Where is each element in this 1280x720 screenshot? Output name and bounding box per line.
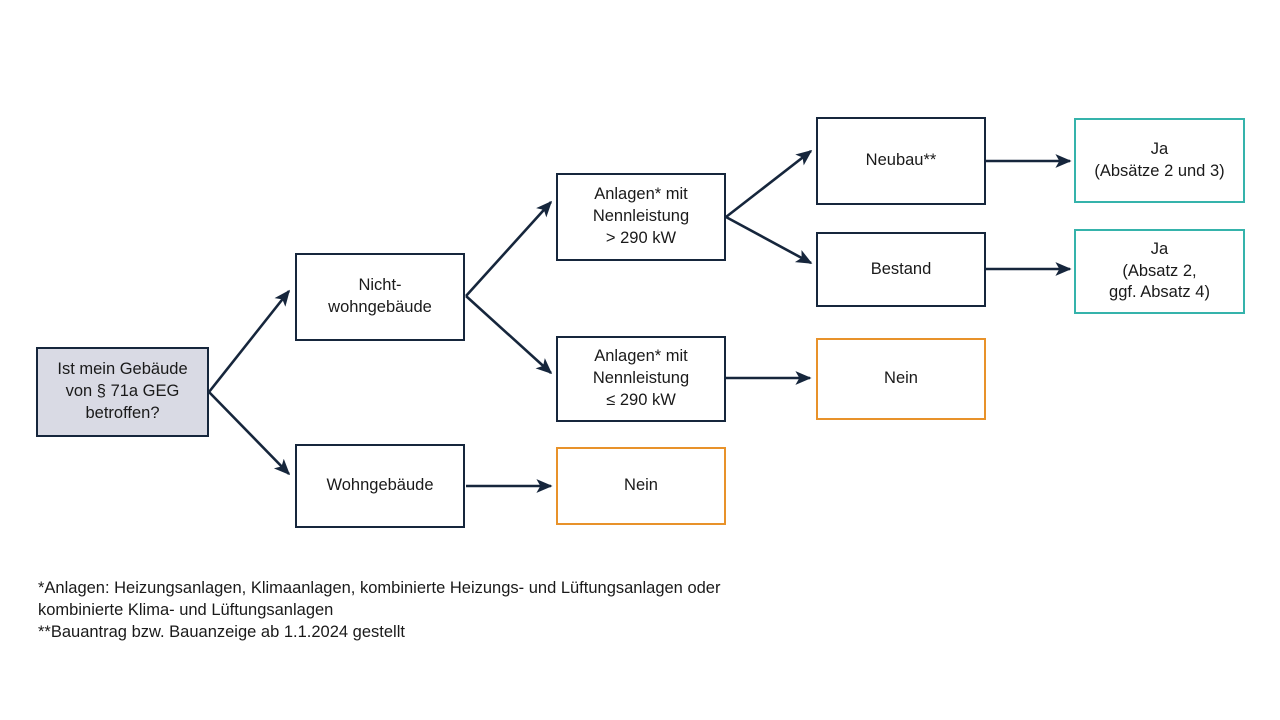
node-power-below-290kw-label: Anlagen* mit Nennleistung ≤ 290 kW xyxy=(592,347,690,409)
node-existing-build-label: Bestand xyxy=(870,259,932,278)
node-yes-paragraph-2-and-4[interactable]: Ja (Absatz 2, ggf. Absatz 4) xyxy=(1074,229,1245,314)
node-yes-paragraph-2-and-4-label: Ja (Absatz 2, ggf. Absatz 4) xyxy=(1109,239,1210,302)
node-new-build-label: Neubau** xyxy=(865,151,937,170)
node-existing-build[interactable]: Bestand xyxy=(816,232,986,307)
node-no-non-residential-label: Nein xyxy=(884,369,918,388)
footnote-anlagen-line2: kombinierte Klima- und Lüftungsanlagen xyxy=(38,600,334,619)
footnote-anlagen-line1: *Anlagen: Heizungsanlagen, Klimaanlagen,… xyxy=(38,579,721,597)
edge-start-to-residential xyxy=(208,391,291,476)
edge-nonresidential-to-power-above xyxy=(465,200,553,297)
node-yes-paragraphs-2-and-3-label: Ja (Absätze 2 und 3) xyxy=(1094,139,1225,180)
node-start-question[interactable]: Ist mein Gebäude von § 71a GEG betroffen… xyxy=(36,347,209,437)
node-power-above-290kw[interactable]: Anlagen* mit Nennleistung > 290 kW xyxy=(556,173,726,261)
node-residential-building[interactable]: Wohngebäude xyxy=(295,444,465,528)
footnote-bauantrag: **Bauantrag bzw. Bauanzeige ab 1.1.2024 … xyxy=(38,622,405,641)
node-new-build[interactable]: Neubau** xyxy=(816,117,986,205)
node-no-residential[interactable]: Nein xyxy=(556,447,726,525)
edge-nonresidential-to-power-below xyxy=(465,295,553,375)
node-non-residential-building-label: Nicht- wohngebäude xyxy=(328,276,432,316)
footnotes: *Anlagen: Heizungsanlagen, Klimaanlagen,… xyxy=(38,578,818,644)
node-no-non-residential[interactable]: Nein xyxy=(816,338,986,420)
node-power-above-290kw-label: Anlagen* mit Nennleistung > 290 kW xyxy=(592,185,690,247)
edge-power-above-to-new-build xyxy=(725,149,813,219)
node-start-question-label: Ist mein Gebäude von § 71a GEG betroffen… xyxy=(57,360,188,422)
edge-power-above-to-existing xyxy=(725,215,813,265)
edge-start-to-nonresidential xyxy=(207,289,291,393)
node-non-residential-building[interactable]: Nicht- wohngebäude xyxy=(295,253,465,341)
node-residential-building-label: Wohngebäude xyxy=(326,476,434,495)
node-no-residential-label: Nein xyxy=(624,476,658,495)
node-yes-paragraphs-2-and-3[interactable]: Ja (Absätze 2 und 3) xyxy=(1074,118,1245,203)
node-power-below-290kw[interactable]: Anlagen* mit Nennleistung ≤ 290 kW xyxy=(556,336,726,422)
